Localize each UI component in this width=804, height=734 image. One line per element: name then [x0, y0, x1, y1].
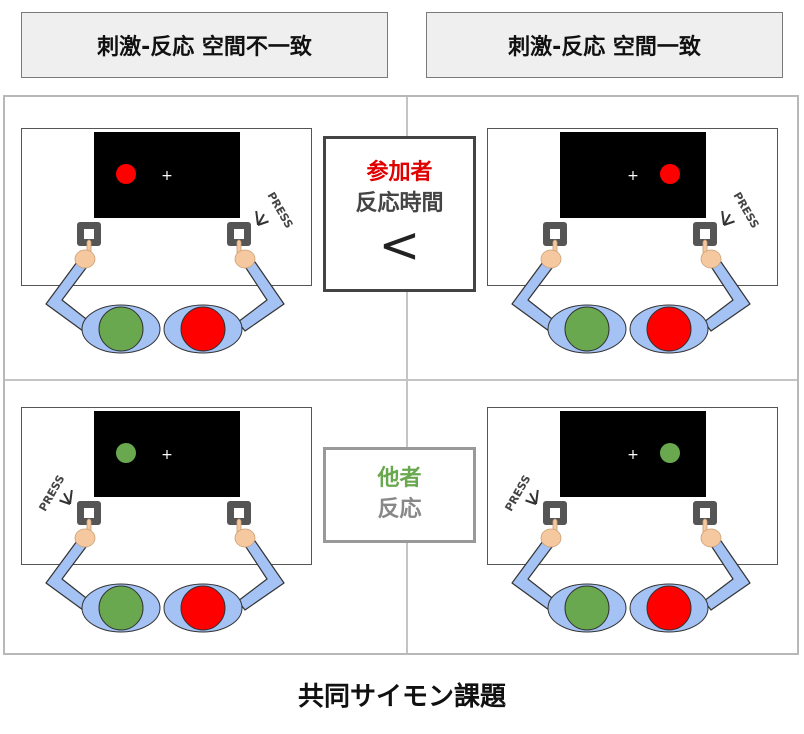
stimulus-circle — [660, 164, 680, 184]
right-hand — [234, 249, 256, 269]
left-finger — [86, 239, 92, 254]
participant-person-head — [180, 306, 226, 352]
scene-congruent-other: +PRESS — [487, 405, 787, 649]
footer-title: 共同サイモン課題 — [297, 682, 506, 712]
other-person-head — [564, 585, 610, 631]
scene-illustration: +PRESS — [487, 128, 778, 354]
right-button-face — [700, 229, 710, 239]
press-motion-line — [63, 492, 71, 505]
participant-person-head — [646, 585, 692, 631]
stimulus-circle — [116, 443, 136, 463]
fixation-cross: + — [161, 447, 173, 463]
left-finger — [552, 518, 558, 533]
header-congruent-label: 刺激-反応 空間一致 — [508, 35, 701, 60]
stimulus-circle — [660, 443, 680, 463]
right-hand — [700, 249, 722, 269]
monitor — [560, 132, 706, 218]
scene-incongruent-participant: +PRESS — [21, 126, 321, 370]
right-finger — [236, 239, 242, 254]
left-hand — [540, 528, 562, 548]
header-congruent: 刺激-反応 空間一致 — [426, 12, 783, 78]
left-hand — [540, 249, 562, 269]
scene-incongruent-other: +PRESS — [21, 405, 321, 649]
less-than-symbol: < — [378, 215, 421, 274]
reaction-time-label: 反応時間 — [355, 191, 444, 216]
left-hand — [74, 528, 96, 548]
right-hand — [700, 528, 722, 548]
press-motion-line — [529, 492, 537, 505]
grid-divider-vertical — [406, 97, 408, 653]
left-button-face — [84, 508, 94, 518]
left-button-face — [84, 229, 94, 239]
right-button-face — [700, 508, 710, 518]
fixation-cross: + — [627, 168, 639, 184]
left-finger — [552, 239, 558, 254]
response-label: 反応 — [377, 497, 422, 522]
left-hand — [74, 249, 96, 269]
press-motion-line — [69, 489, 73, 505]
header-incongruent: 刺激-反応 空間不一致 — [21, 12, 388, 78]
monitor — [560, 411, 706, 497]
other-label: 他者 — [377, 466, 422, 492]
press-motion-line — [255, 210, 259, 226]
stimulus-circle — [116, 164, 136, 184]
panel-grid — [3, 95, 799, 655]
fixation-cross: + — [161, 168, 173, 184]
fixation-cross: + — [627, 447, 639, 463]
other-response-label-box: 他者 反応 — [323, 447, 476, 543]
scene-illustration: +PRESS — [21, 128, 312, 354]
press-motion-line — [257, 220, 269, 226]
scene-illustration: +PRESS — [487, 407, 778, 633]
press-motion-line — [723, 220, 735, 226]
grid-divider-horizontal — [5, 379, 797, 381]
right-finger — [702, 518, 708, 533]
other-person-head — [98, 585, 144, 631]
left-finger — [86, 518, 92, 533]
press-motion-line — [59, 499, 71, 505]
scene-illustration: +PRESS — [21, 407, 312, 633]
participant-label: 参加者 — [366, 160, 433, 186]
right-finger — [702, 239, 708, 254]
other-person-head — [98, 306, 144, 352]
header-incongruent-label: 刺激-反応 空間不一致 — [97, 35, 312, 60]
press-motion-line — [721, 210, 725, 226]
participant-person-head — [646, 306, 692, 352]
other-person-head — [564, 306, 610, 352]
left-button-face — [550, 229, 560, 239]
press-motion-line — [525, 499, 537, 505]
press-motion-line — [535, 489, 539, 505]
scene-congruent-participant: +PRESS — [487, 126, 787, 370]
press-motion-line — [257, 213, 265, 226]
right-finger — [236, 518, 242, 533]
right-button-face — [234, 229, 244, 239]
press-motion-line — [723, 213, 731, 226]
participant-rt-label-box: 参加者 反応時間 < — [323, 136, 476, 292]
left-button-face — [550, 508, 560, 518]
right-hand — [234, 528, 256, 548]
participant-person-head — [180, 585, 226, 631]
right-button-face — [234, 508, 244, 518]
